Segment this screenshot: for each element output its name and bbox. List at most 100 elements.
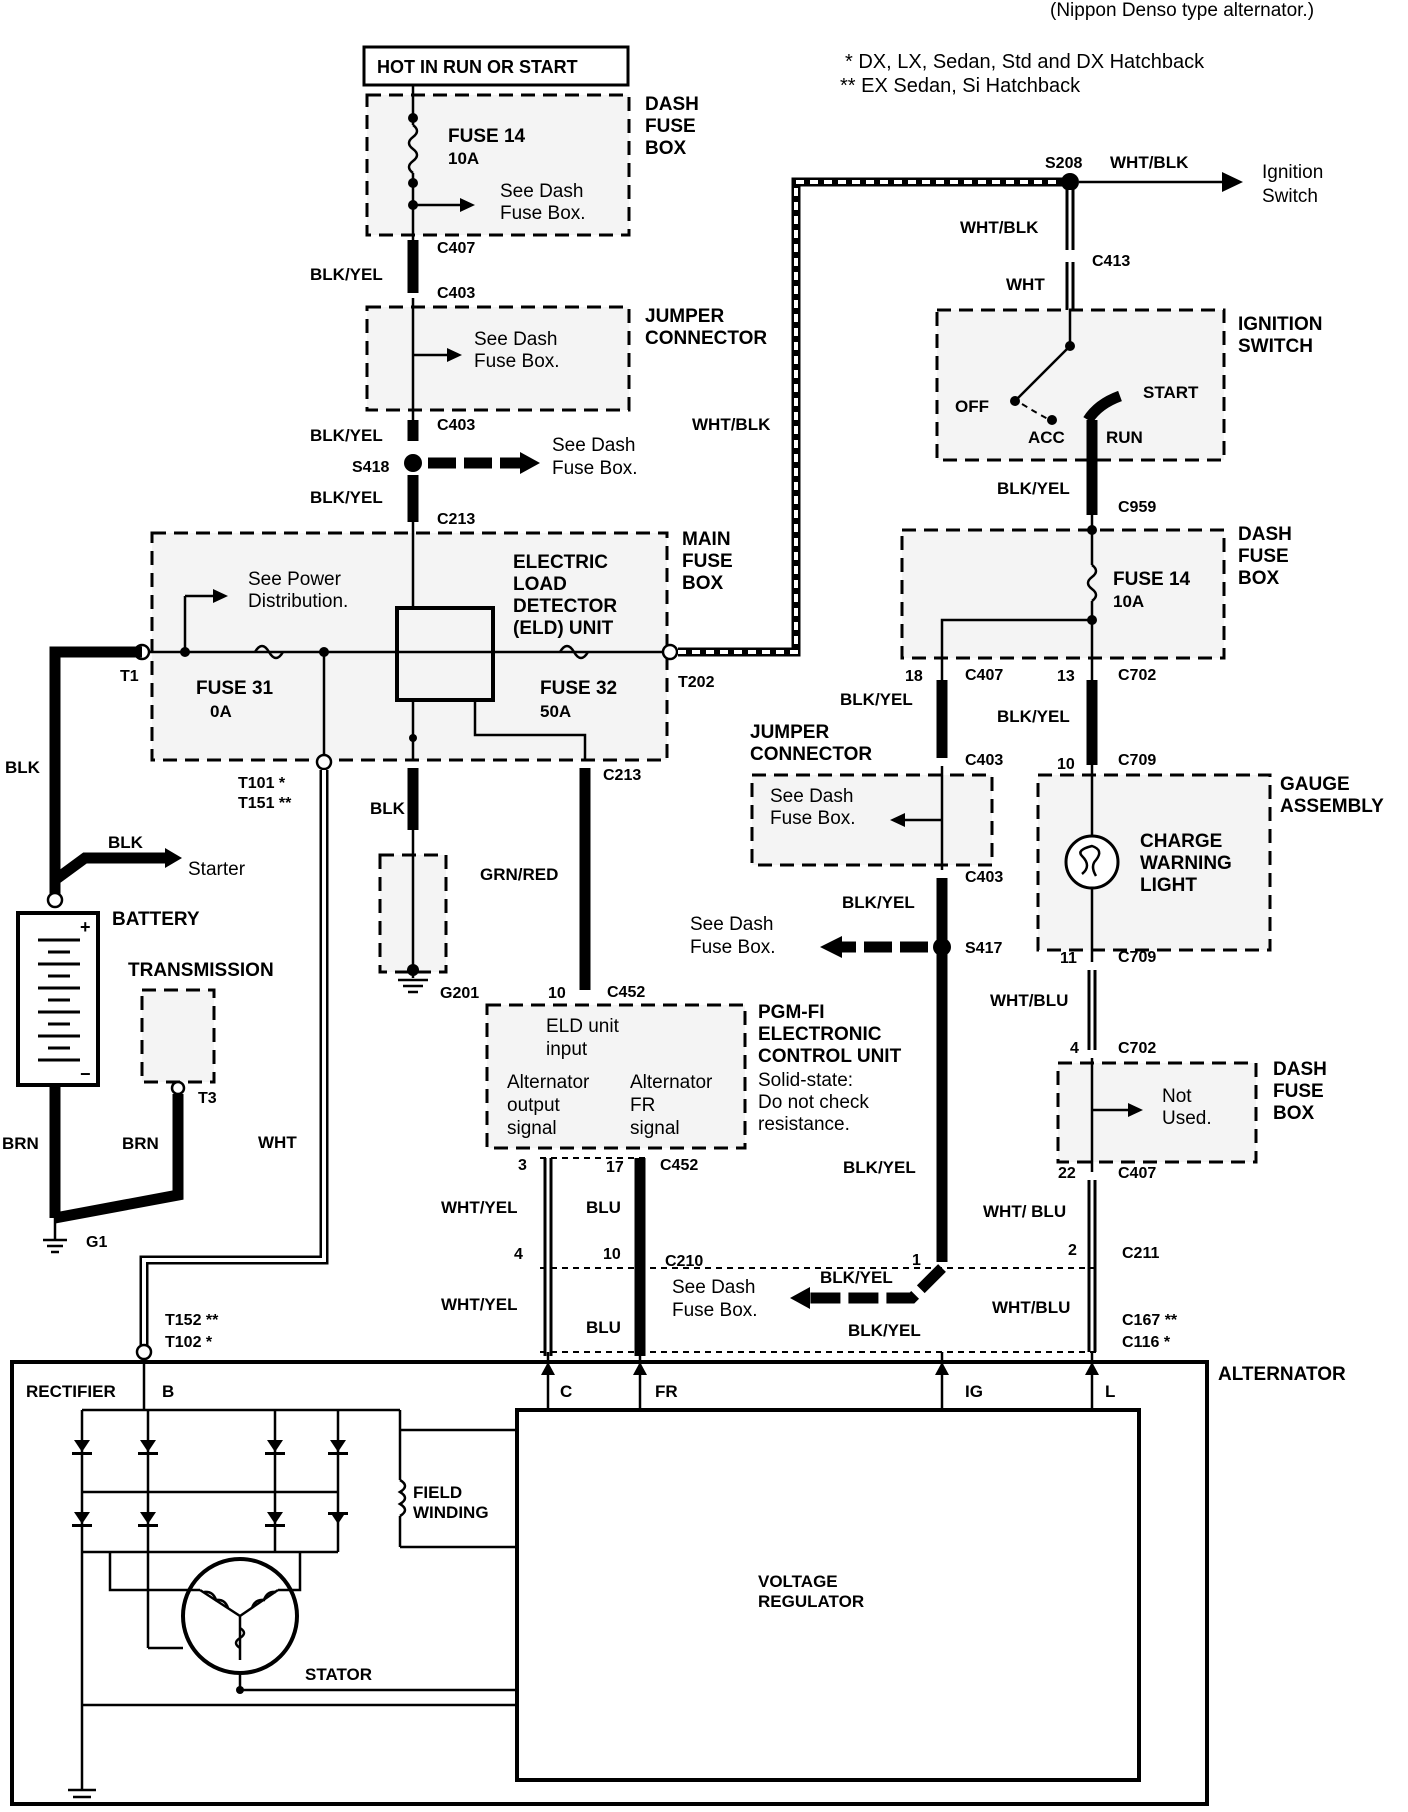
c403-right-top: C403	[965, 752, 1003, 769]
c211-label: C211	[1122, 1245, 1159, 1262]
fuse-31-symbol	[253, 644, 285, 660]
stator-lead-2	[278, 1552, 302, 1592]
ignition-switch-ref-1: Ignition	[1262, 162, 1323, 183]
see-dash-fuse-box-1a: See Dash	[500, 181, 583, 202]
rectifier-bridge	[80, 1360, 517, 1707]
arrow-icon	[633, 1362, 647, 1375]
wire-blk-yel-branch	[810, 1264, 946, 1304]
pin-11-label: 11	[1060, 950, 1077, 967]
junction-dot	[409, 734, 417, 742]
jumper-connector-top	[365, 305, 631, 412]
dash-fuse-box-lower-label-1: DASH	[1273, 1059, 1327, 1080]
see-dash-fuse-box-2a: See Dash	[474, 329, 557, 350]
arrow-icon	[1085, 1362, 1099, 1375]
terminal-l: L	[1105, 1382, 1115, 1401]
ecu-note-2: Do not check	[758, 1092, 869, 1113]
wire-wht-inner	[142, 770, 326, 1346]
stator-leg	[199, 1588, 241, 1618]
arrow-icon	[1128, 1103, 1143, 1117]
c413-label: C413	[1092, 253, 1130, 270]
voltage-regulator-box	[515, 1408, 1141, 1782]
pin-13-label: 13	[1057, 668, 1075, 685]
fuse-14-label: FUSE 14	[448, 126, 526, 147]
alt-output-2: output	[507, 1095, 561, 1116]
t202-label: T202	[678, 674, 715, 691]
c213-bottom: C213	[603, 767, 641, 784]
wire-blk-starter	[51, 852, 165, 885]
fuse-32-symbol	[558, 644, 590, 660]
wire-label-blk-yel-1: BLK/YEL	[310, 265, 383, 284]
battery-label: BATTERY	[112, 909, 200, 930]
voltage-regulator-label-2: REGULATOR	[758, 1592, 864, 1611]
terminal-c: C	[560, 1382, 572, 1401]
double-star-note: ** EX Sedan, Si Hatchback	[840, 75, 1081, 97]
wire-label-grn-red: GRN/RED	[480, 865, 558, 884]
c403-bottom: C403	[437, 417, 475, 434]
ignition-switch-label-2: SWITCH	[1238, 336, 1313, 357]
main-fuse-box-label-1: MAIN	[682, 529, 731, 550]
c702-top-label: C702	[1118, 667, 1156, 684]
acc-contact	[1047, 415, 1057, 425]
pin-22-label: 22	[1058, 1165, 1076, 1182]
hot-in-run-box	[362, 45, 630, 87]
s418-splice	[404, 454, 422, 472]
ignition-switch-label-1: IGNITION	[1238, 314, 1322, 335]
c167-label: C167 **	[1122, 1312, 1178, 1329]
wire-label-brn-1: BRN	[2, 1134, 39, 1153]
ecu-note-1: Solid-state:	[758, 1070, 853, 1091]
jumper-right-label-2: CONNECTOR	[750, 744, 872, 765]
ignition-switch-box	[935, 308, 1226, 462]
junction-dot	[180, 647, 190, 657]
wire-label-blk-battery: BLK	[5, 758, 41, 777]
c959-label: C959	[1118, 499, 1156, 516]
eld-input-1: ELD unit	[546, 1016, 620, 1037]
alternator-box	[10, 1360, 1209, 1806]
wire-label-blk-yel-col-3: BLK/YEL	[843, 1158, 916, 1177]
junction-dot	[1087, 525, 1097, 535]
c709-bottom-label: C709	[1118, 949, 1156, 966]
not-used-1: Not	[1162, 1086, 1192, 1107]
charge-warning-light-label-1: CHARGE	[1140, 831, 1222, 852]
c407-top: C407	[437, 240, 475, 257]
not-used-2: Used.	[1162, 1108, 1212, 1129]
jumper-connector-label-2: CONNECTOR	[645, 328, 767, 349]
t101-terminal	[315, 753, 333, 771]
ecu-title-1: PGM-FI	[758, 1002, 825, 1023]
wire-blk-battery	[49, 646, 142, 900]
charge-warning-light	[1064, 834, 1120, 890]
eld-unit	[395, 606, 495, 702]
ecu-title-3: CONTROL UNIT	[758, 1046, 902, 1067]
arrow-icon	[890, 813, 905, 827]
stator-lead-3	[238, 1673, 517, 1692]
pin-17-label: 17	[606, 1159, 624, 1176]
terminal-fr: FR	[655, 1382, 678, 1401]
wire-label-blk-yel-bottom: BLK/YEL	[848, 1321, 921, 1340]
wire-label-wht-yel-1: WHT/YEL	[441, 1198, 518, 1217]
wire-label-brn-2: BRN	[122, 1134, 159, 1153]
dash-fuse-box-right-label-2: FUSE	[1238, 546, 1289, 567]
wire-label-wht: WHT	[258, 1133, 297, 1152]
diode-icons	[72, 1440, 348, 1527]
charge-warning-light-label-2: WARNING	[1140, 853, 1232, 874]
eld-label-1: ELECTRIC	[513, 552, 608, 573]
c702-bottom-label: C702	[1118, 1040, 1156, 1057]
wire-label-blu-2: BLU	[586, 1318, 621, 1337]
c213-top: C213	[437, 511, 475, 528]
alternator-label: ALTERNATOR	[1218, 1364, 1346, 1385]
c210-label: C210	[665, 1253, 703, 1270]
see-dash-fuse-box-3a: See Dash	[552, 435, 635, 456]
pin-2-c211: 2	[1068, 1242, 1077, 1259]
eld-input-2: input	[546, 1039, 588, 1060]
wire-label-blk-yel-gauge: BLK/YEL	[997, 707, 1070, 726]
s417-label: S417	[965, 940, 1002, 957]
alt-fr-1: Alternator	[630, 1072, 713, 1093]
alt-fr-3: signal	[630, 1118, 680, 1139]
c403-top: C403	[437, 285, 475, 302]
eld-label-2: LOAD	[513, 574, 567, 595]
dash-fuse-box-right-label-3: BOX	[1238, 568, 1280, 589]
lamp-filament-icon	[1079, 844, 1101, 877]
fuse-32-label: FUSE 32	[540, 678, 617, 699]
see-dash-fuse-box-4a: See Dash	[770, 786, 853, 807]
fuse-31-label: FUSE 31	[196, 678, 274, 699]
c407-lower-label: C407	[1118, 1165, 1156, 1182]
